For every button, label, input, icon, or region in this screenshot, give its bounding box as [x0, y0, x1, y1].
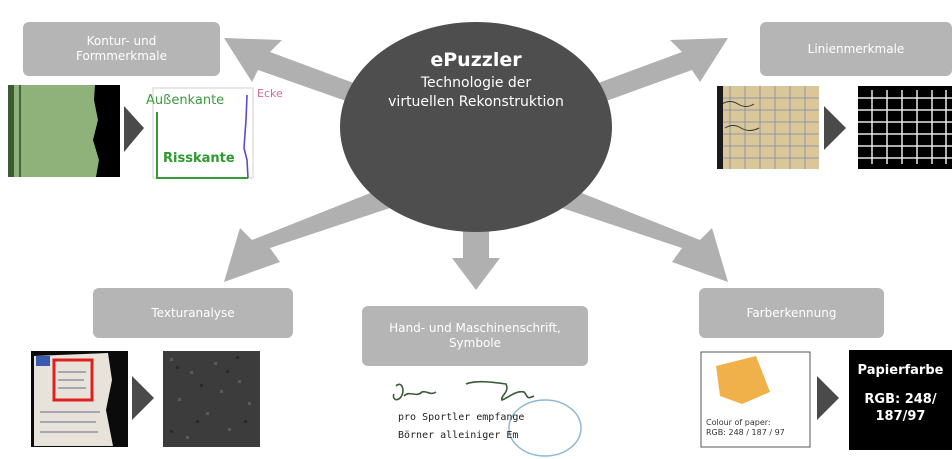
- line-features-box: Linienmerkmale: [760, 22, 952, 76]
- paper-fragment-icon: [716, 356, 770, 404]
- hub-subtitle: Technologie der virtuellen Rekonstruktio…: [388, 75, 564, 110]
- arrow-to-contour-icon: [224, 38, 383, 114]
- arrow-to-color-icon: [550, 186, 728, 282]
- tear-edge-label: Risskante: [163, 151, 235, 166]
- color-recognition-box: Farberkennung: [699, 288, 884, 338]
- signature-icon: [392, 380, 535, 401]
- lined-paper-image: [717, 86, 819, 169]
- color-sample-caption: Colour of paper: RGB: 248 / 187 / 97: [706, 418, 785, 437]
- stamp-icon: [508, 399, 582, 457]
- writing-symbols-box: Hand- und Maschinenschrift,Symbole: [362, 306, 588, 366]
- outer-edge-label: Außenkante: [146, 93, 225, 108]
- corner-label: Ecke: [257, 87, 283, 100]
- typed-text-line-2: Börner alleiniger Em: [398, 430, 519, 441]
- texture-sample-image: [163, 351, 260, 447]
- paper-color-result: Papierfarbe RGB: 248/ 187/97: [849, 350, 952, 450]
- arrow-to-writing-icon: [452, 228, 500, 290]
- contour-sketch: [152, 87, 254, 179]
- lines-pointer-icon: [824, 106, 846, 150]
- texture-pointer-icon: [132, 376, 154, 420]
- color-pointer-icon: [817, 376, 839, 420]
- arrow-to-lines-icon: [570, 38, 728, 114]
- contour-pointer-icon: [124, 106, 144, 152]
- grid-icon: [858, 86, 952, 169]
- typed-text-line-1: pro Sportler empfange: [398, 412, 525, 423]
- epuzzler-hub: ePuzzler Technologie der virtuellen Reko…: [340, 22, 612, 232]
- arrow-to-texture-icon: [224, 186, 402, 282]
- texture-analysis-box: Texturanalyse: [93, 288, 293, 338]
- hub-title: ePuzzler: [430, 49, 522, 71]
- texture-selection-box: [52, 358, 94, 402]
